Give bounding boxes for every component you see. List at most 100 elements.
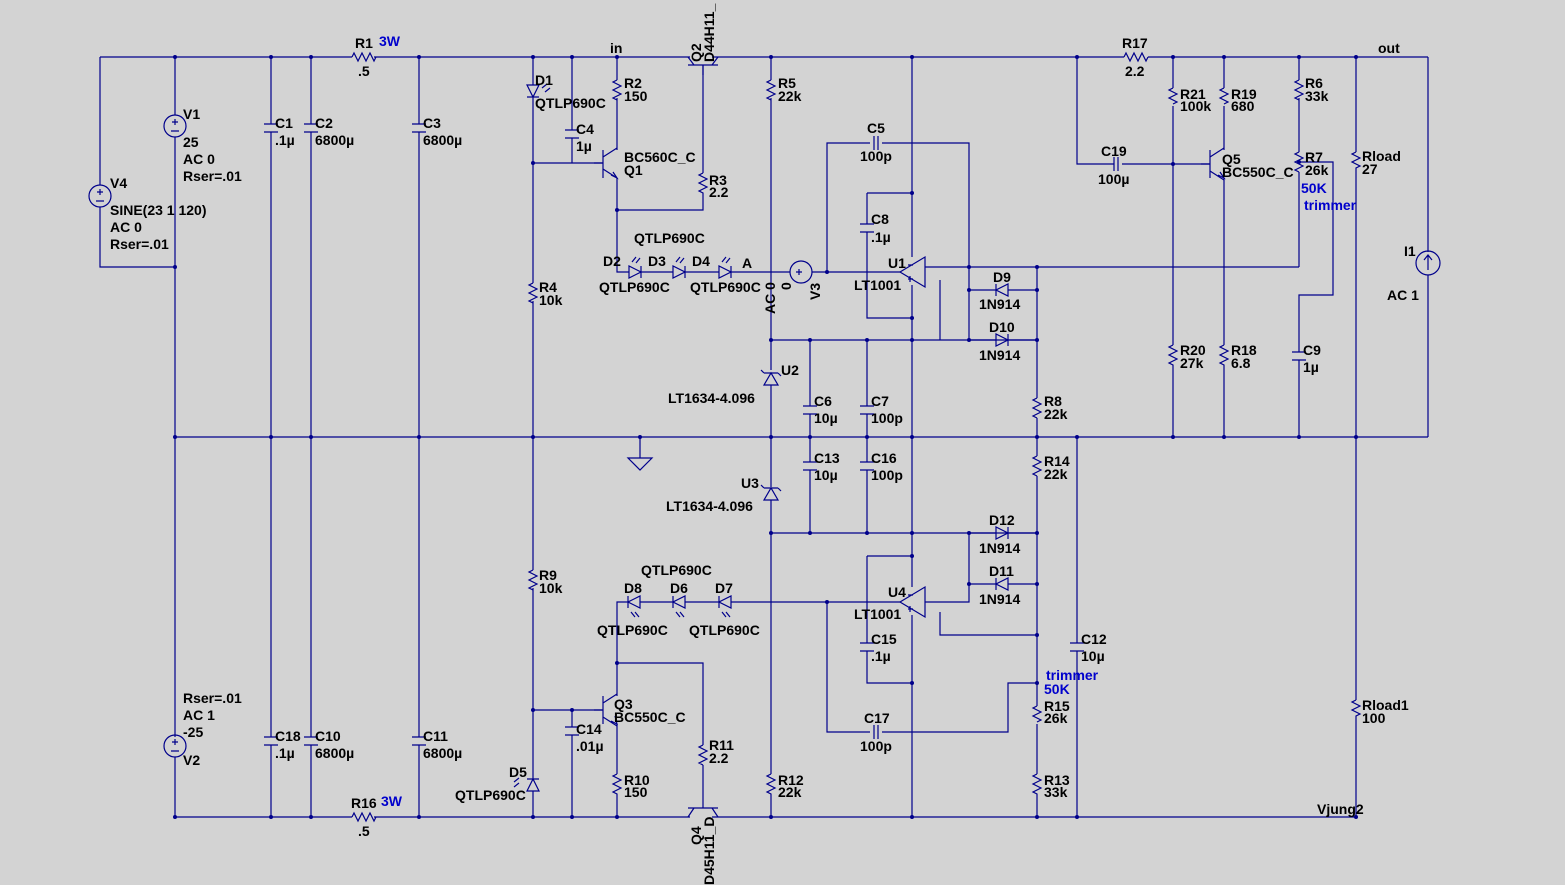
net-in-label: in: [610, 40, 622, 56]
d8-name: D8: [624, 580, 642, 596]
c15-value: .1µ: [871, 648, 891, 664]
u2-name: U2: [781, 362, 799, 378]
r19-value: 680: [1231, 98, 1255, 114]
c14-name: C14: [576, 721, 602, 737]
q1-model: BC560C_C: [624, 149, 696, 165]
source-symbols: [88, 114, 1441, 758]
d1-symbol: [526, 83, 551, 99]
v4-line2: AC 0: [110, 219, 142, 235]
r18-symbol: [1218, 344, 1230, 367]
vjung2-label: Vjung2: [1317, 801, 1364, 817]
r7-symbol: [1293, 151, 1305, 173]
r12-name: R12: [778, 772, 804, 788]
c10-value: 6800µ: [315, 745, 354, 761]
q5-name: Q5: [1222, 151, 1241, 167]
r15-name: R15: [1044, 698, 1070, 714]
c16-symbol: [860, 461, 874, 471]
c9-value: 1µ: [1303, 359, 1319, 375]
r5-name: R5: [778, 75, 796, 91]
d4-name: D4: [692, 253, 710, 269]
c6-symbol: [803, 405, 817, 415]
d5-model: QTLP690C: [455, 787, 526, 803]
d12-symbol: [995, 526, 1010, 540]
c19-symbol: [1113, 157, 1119, 171]
d12-name: D12: [989, 512, 1015, 528]
d6-symbol: [671, 595, 686, 618]
d8-symbol: [626, 595, 641, 618]
c4-value: 1µ: [576, 138, 592, 154]
c7-value: 100p: [871, 410, 903, 426]
c2-value: 6800µ: [315, 132, 354, 148]
c2-symbol: [304, 123, 318, 133]
c9-name: C9: [1303, 342, 1321, 358]
v3-value: 0: [778, 282, 794, 290]
r4-symbol: [527, 282, 539, 304]
r16-power: 3W: [381, 793, 403, 809]
r21-name: R21: [1180, 86, 1206, 102]
rload-value: 27: [1362, 161, 1378, 177]
r2-symbol: [611, 79, 623, 101]
junction-dots: [173, 55, 1358, 819]
r3-value: 2.2: [709, 184, 729, 200]
d4-symbol: [718, 256, 733, 279]
c15-name: C15: [871, 631, 897, 647]
c13-value: 10µ: [814, 467, 838, 483]
r5-symbol: [765, 79, 777, 101]
v4-line3: Rser=.01: [110, 236, 169, 252]
d2to4-model-left: QTLP690C: [599, 279, 670, 295]
r14-name: R14: [1044, 453, 1070, 469]
r1-value: .5: [358, 63, 370, 79]
r20-name: R20: [1180, 342, 1206, 358]
rload-name: Rload: [1362, 148, 1401, 164]
r14-symbol: [1031, 455, 1043, 477]
r14-value: 22k: [1044, 466, 1068, 482]
v1-line3: Rser=.01: [183, 168, 242, 184]
r16-value: .5: [358, 823, 370, 839]
q5-symbol: [1201, 147, 1226, 181]
r15-note1: trimmer: [1046, 667, 1099, 683]
ground-icon: [626, 457, 654, 471]
q3-name: Q3: [614, 696, 633, 712]
c17-symbol: [873, 725, 879, 739]
d10-name: D10: [989, 319, 1015, 335]
c11-value: 6800µ: [423, 745, 462, 761]
v2-symbol: [163, 734, 187, 758]
v1-line2: AC 0: [183, 151, 215, 167]
v1-name: V1: [183, 106, 200, 122]
r13-name: R13: [1044, 772, 1070, 788]
r11-value: 2.2: [709, 750, 729, 766]
r7-note1: 50K: [1301, 180, 1327, 196]
v4-name: V4: [110, 175, 127, 191]
r20-symbol: [1167, 344, 1179, 367]
q2-symbol: [687, 56, 719, 75]
c14-value: .01µ: [576, 738, 604, 754]
i1-value: AC 1: [1387, 287, 1419, 303]
i1-name: I1: [1404, 243, 1416, 259]
c18-symbol: [264, 736, 278, 746]
d2-symbol: [628, 256, 643, 279]
v3-symbol: [789, 260, 813, 284]
q5-model: BC550C_C: [1222, 164, 1294, 180]
d6-name: D6: [670, 580, 688, 596]
c7-name: C7: [871, 393, 889, 409]
c4-symbol: [565, 129, 579, 139]
u2-model: LT1634-4.096: [668, 390, 755, 406]
v3-ac: AC 0: [762, 282, 778, 314]
c6-value: 10µ: [814, 410, 838, 426]
r9-symbol: [527, 569, 539, 591]
q2-model: D44H11_: [701, 3, 717, 62]
r3-symbol: [697, 172, 709, 199]
capacitor-symbols: [264, 123, 1306, 746]
c7-symbol: [860, 405, 874, 415]
r11-name: R11: [709, 737, 734, 753]
c8-value: .1µ: [871, 229, 891, 245]
c3-symbol: [412, 123, 426, 133]
c18-name: C18: [275, 728, 301, 744]
d3-symbol: [672, 256, 687, 279]
r1-symbol: [351, 51, 377, 63]
r2-value: 150: [624, 88, 648, 104]
r17-value: 2.2: [1125, 63, 1145, 79]
d6to8-model-top: QTLP690C: [641, 562, 712, 578]
v1-symbol: [163, 114, 187, 138]
r15-note2: 50K: [1044, 681, 1070, 697]
